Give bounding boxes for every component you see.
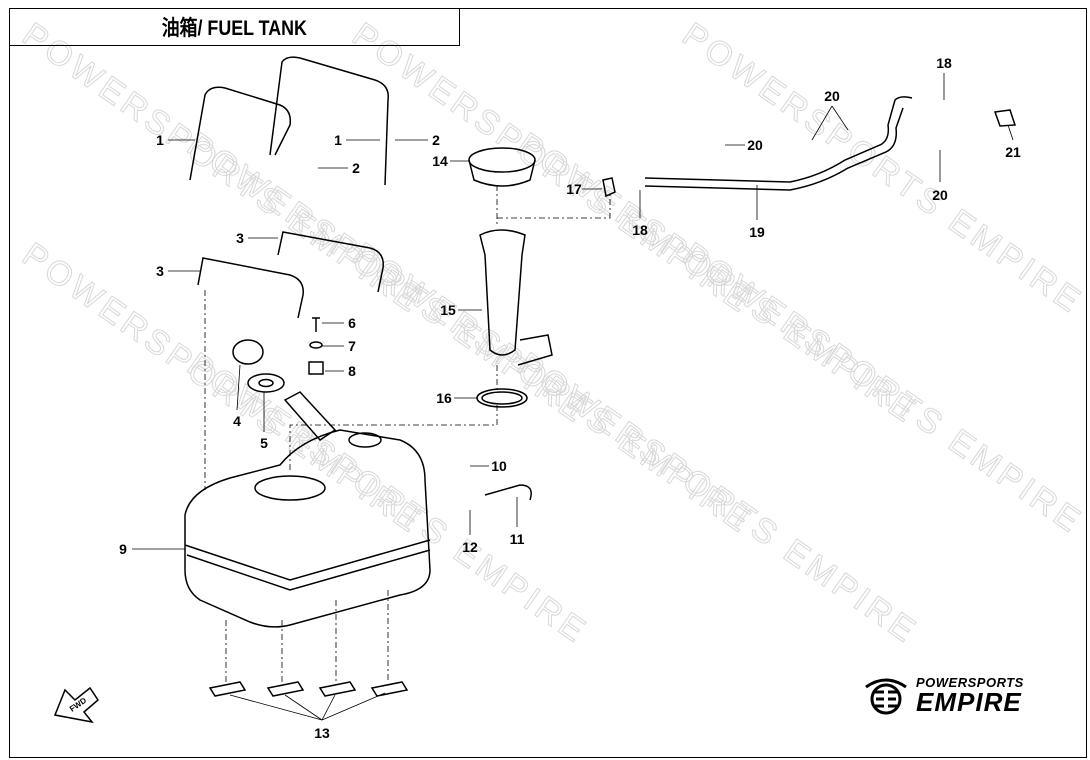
fuel-tank [184, 429, 431, 628]
empire-emblem-icon [865, 678, 907, 715]
logo-bottom-text: EMPIRE [916, 686, 1022, 717]
callout-5: 5 [260, 435, 268, 451]
callout-16: 16 [436, 390, 452, 406]
pad-upper [277, 231, 384, 293]
fuel-pump [479, 229, 526, 356]
page-title: 油箱/ FUEL TANK [161, 16, 307, 40]
callout-20: 20 [932, 187, 948, 203]
callout-12: 12 [462, 539, 478, 555]
fuel-cap [232, 339, 264, 365]
callout-1: 1 [156, 132, 164, 148]
callout-18: 18 [632, 222, 648, 238]
callout-1: 1 [334, 132, 342, 148]
fwd-arrow-icon: FWD [53, 686, 99, 724]
callout-15: 15 [440, 302, 456, 318]
callout-11: 11 [510, 531, 525, 547]
callout-19: 19 [749, 224, 765, 240]
strap-left [189, 86, 292, 181]
drawing-frame [9, 8, 1087, 758]
callout-8: 8 [348, 363, 356, 379]
callout-20: 20 [824, 88, 840, 104]
callout-3: 3 [156, 263, 164, 279]
callout-2: 2 [352, 160, 360, 176]
callout-3: 3 [236, 230, 244, 246]
callout-10: 10 [491, 458, 507, 474]
callout-4: 4 [233, 413, 241, 429]
callout-17: 17 [566, 181, 582, 197]
callout-2: 2 [432, 132, 440, 148]
strap-right [269, 56, 389, 186]
washer [247, 373, 285, 393]
brand-logo: POWERSPORTS EMPIRE [862, 675, 1024, 715]
callout-7: 7 [348, 338, 356, 354]
callout-6: 6 [348, 315, 356, 331]
logo-top-text: POWERSPORTS [916, 674, 1024, 690]
page-title-box: 油箱/ FUEL TANK [9, 8, 460, 46]
callout-9: 9 [119, 541, 127, 557]
callout-18: 18 [936, 55, 952, 71]
callout-21: 21 [1005, 144, 1021, 160]
fuel-hose [644, 96, 913, 183]
callout-13: 13 [314, 725, 330, 741]
callout-14: 14 [432, 153, 448, 169]
pad-lower [197, 257, 304, 319]
callout-20: 20 [747, 137, 763, 153]
